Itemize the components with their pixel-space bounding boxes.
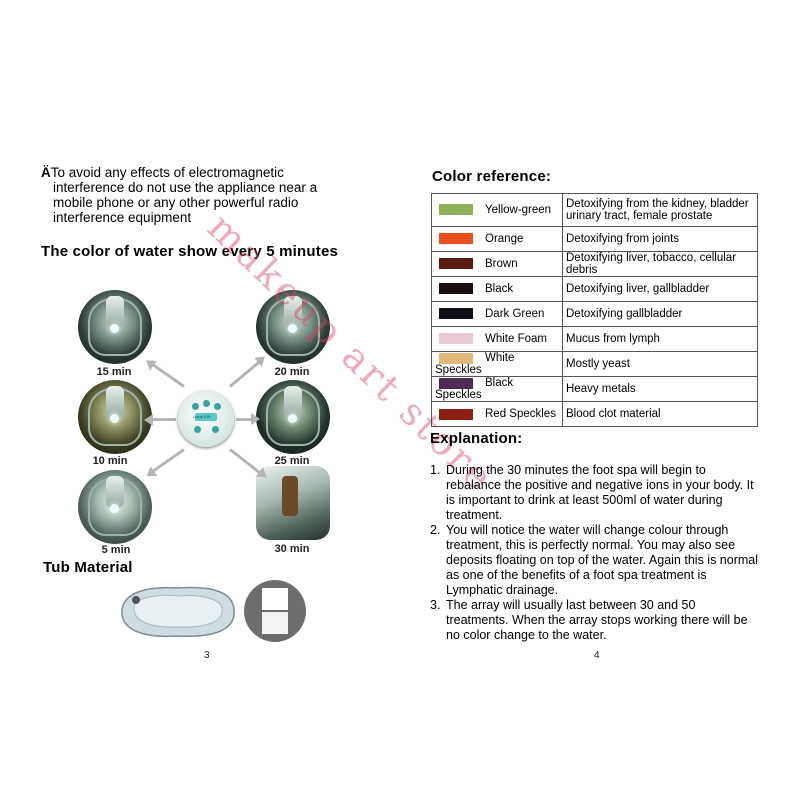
controller-panel: Lotus ION — [178, 391, 234, 447]
color-swatch — [439, 408, 473, 420]
interference-warning: ÄTo avoid any effects of electromagnetic… — [41, 165, 361, 225]
color-name: Dark Green — [485, 307, 545, 320]
label-30-min: 30 min — [274, 543, 310, 555]
color-reference-row: Red Speckles Blood clot material — [431, 401, 758, 428]
arrow-to-5-min — [150, 448, 185, 474]
warning-line-1: To avoid any effects of electromagnetic — [50, 165, 284, 180]
color-name: Black — [485, 282, 514, 295]
label-15-min: 15 min — [96, 366, 132, 378]
page-number-right: 4 — [594, 650, 600, 661]
warning-line-2: interference do not use the appliance ne… — [53, 180, 318, 195]
controller-brand: Lotus ION — [193, 414, 212, 419]
warning-line-4: interference equipment — [53, 210, 192, 225]
water-color-heading: The color of water show every 5 minutes — [41, 243, 339, 260]
photo-25-min — [256, 380, 330, 454]
color-name-cell: Brown — [431, 251, 563, 277]
color-name-cell: White Foam — [431, 326, 563, 352]
explanation-item: 2.You will notice the water will change … — [430, 523, 758, 597]
color-meaning-cell: Blood clot material — [562, 401, 758, 428]
color-name: Brown — [485, 257, 518, 270]
color-reference-heading: Color reference: — [432, 168, 552, 185]
arrow-to-30-min — [229, 448, 263, 476]
color-name-cell: Dark Green — [431, 301, 563, 327]
explanation-list: 1.During the 30 minutes the foot spa wil… — [430, 463, 760, 643]
color-meaning-cell: Detoxifying liver, tobacco, cellular deb… — [562, 251, 758, 277]
color-swatch — [439, 352, 473, 364]
color-name: Yellow-green — [485, 203, 552, 216]
tub-photo — [118, 580, 238, 642]
color-name-cell: Black Speckles — [431, 376, 563, 403]
photo-30-min — [256, 466, 330, 540]
color-meaning-cell: Detoxifying from the kidney, bladder uri… — [562, 193, 758, 227]
arrow-to-15-min — [150, 362, 185, 388]
color-swatch — [439, 283, 473, 295]
photo-5-min — [78, 470, 152, 544]
warning-mark: Ä — [41, 165, 51, 180]
color-meaning-cell: Heavy metals — [562, 376, 758, 403]
color-name-cell: Orange — [431, 226, 563, 252]
color-name: White Foam — [485, 332, 547, 345]
color-meaning-cell: Detoxifying gallbladder — [562, 301, 758, 327]
color-meaning-cell: Detoxifying liver, gallbladder — [562, 276, 758, 302]
color-name-cell: White Speckles — [431, 350, 563, 378]
photo-10-min — [78, 380, 152, 454]
color-name: White Speckles — [435, 352, 515, 377]
color-meaning-cell: Mostly yeast — [562, 350, 758, 378]
warning-line-3: mobile phone or any other powerful radio — [53, 195, 299, 210]
photo-15-min — [78, 290, 152, 364]
color-swatch — [439, 233, 473, 245]
color-name: Orange — [485, 232, 524, 245]
color-swatch — [439, 308, 473, 320]
color-reference-row: Black Speckles Heavy metals — [431, 376, 758, 403]
color-reference-row: Yellow-green Detoxifying from the kidney,… — [431, 193, 758, 227]
arrow-to-20-min — [229, 359, 262, 388]
color-swatch — [439, 333, 473, 345]
color-swatch — [439, 377, 473, 389]
color-meaning-cell: Mucus from lymph — [562, 326, 758, 352]
color-reference-row: White Foam Mucus from lymph — [431, 326, 758, 352]
label-5-min: 5 min — [101, 544, 131, 556]
color-reference-table: Yellow-green Detoxifying from the kidney,… — [431, 193, 758, 428]
explanation-heading: Explanation: — [430, 430, 523, 447]
color-reference-row: Dark Green Detoxifying gallbladder — [431, 301, 758, 327]
color-swatch — [439, 258, 473, 270]
color-name-cell: Black — [431, 276, 563, 302]
page-number-left: 3 — [204, 650, 210, 661]
color-meaning-cell: Detoxifying from joints — [562, 226, 758, 252]
color-reference-row: White Speckles Mostly yeast — [431, 350, 758, 378]
color-name: Red Speckles — [485, 408, 556, 421]
arrow-to-10-min — [150, 418, 176, 421]
color-reference-row: Orange Detoxifying from joints — [431, 226, 758, 252]
color-swatch — [439, 204, 473, 216]
color-reference-row: Brown Detoxifying liver, tobacco, cellula… — [431, 251, 758, 277]
label-10-min: 10 min — [92, 455, 128, 467]
color-name-cell: Yellow-green — [431, 193, 563, 227]
tub-material-heading: Tub Material — [43, 559, 133, 576]
color-name-cell: Red Speckles — [431, 401, 563, 428]
label-25-min: 25 min — [274, 455, 310, 467]
label-20-min: 20 min — [274, 366, 310, 378]
photo-20-min — [256, 290, 330, 364]
arrow-to-25-min — [236, 413, 260, 425]
tub-material-inset — [244, 580, 306, 642]
explanation-item: 1.During the 30 minutes the foot spa wil… — [430, 463, 754, 522]
color-name: Black Speckles — [435, 377, 514, 402]
color-reference-row: Black Detoxifying liver, gallbladder — [431, 276, 758, 302]
explanation-item: 3.The array will usually last between 30… — [430, 598, 748, 642]
